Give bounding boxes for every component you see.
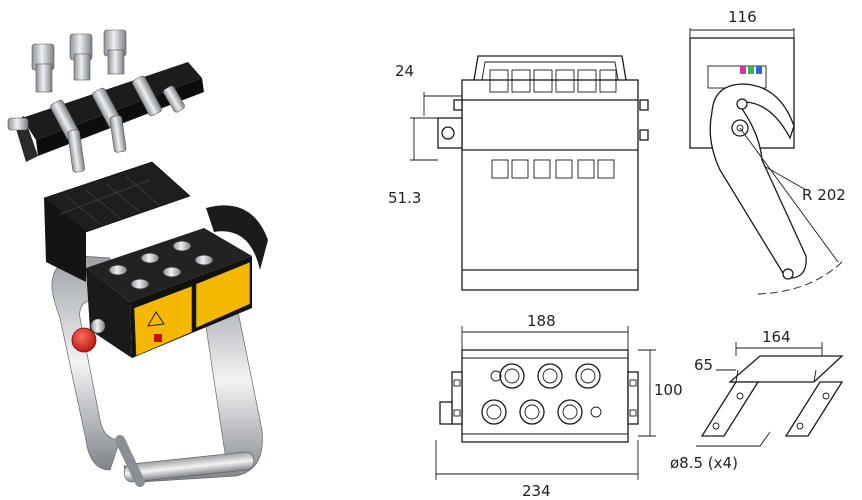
dim-inner-width: 188 <box>527 312 556 330</box>
side-view-drawing <box>689 28 843 295</box>
front-elevation-drawing <box>410 55 649 291</box>
release-button-icon <box>71 327 97 353</box>
dim-bracket-height: 65 <box>694 356 713 374</box>
bracket-drawing <box>696 342 844 447</box>
receiver-block-photo <box>43 161 268 487</box>
dim-hole: ø8.5 (x4) <box>670 454 738 472</box>
dim-radius: R 202 <box>802 186 846 204</box>
warning-label-left <box>133 285 193 357</box>
bottom-nipples <box>7 75 185 173</box>
plan-sockets <box>481 363 602 425</box>
dim-top-width: 116 <box>728 8 757 26</box>
dim-bracket-width: 164 <box>762 328 791 346</box>
lid-ribs <box>59 175 161 225</box>
warning-label-right <box>195 261 251 329</box>
warning-triangle-icon <box>147 311 165 327</box>
dim-overall-width: 234 <box>522 482 551 500</box>
dim-side-height: 51.3 <box>388 189 421 207</box>
socket-holes <box>108 240 214 290</box>
plan-view-drawing <box>435 326 656 480</box>
connector-plate-photo <box>7 29 204 173</box>
dim-depth: 100 <box>654 381 683 399</box>
dim-offset: 24 <box>395 62 414 80</box>
hand-warning-icon <box>154 334 162 342</box>
top-fittings <box>31 29 127 93</box>
